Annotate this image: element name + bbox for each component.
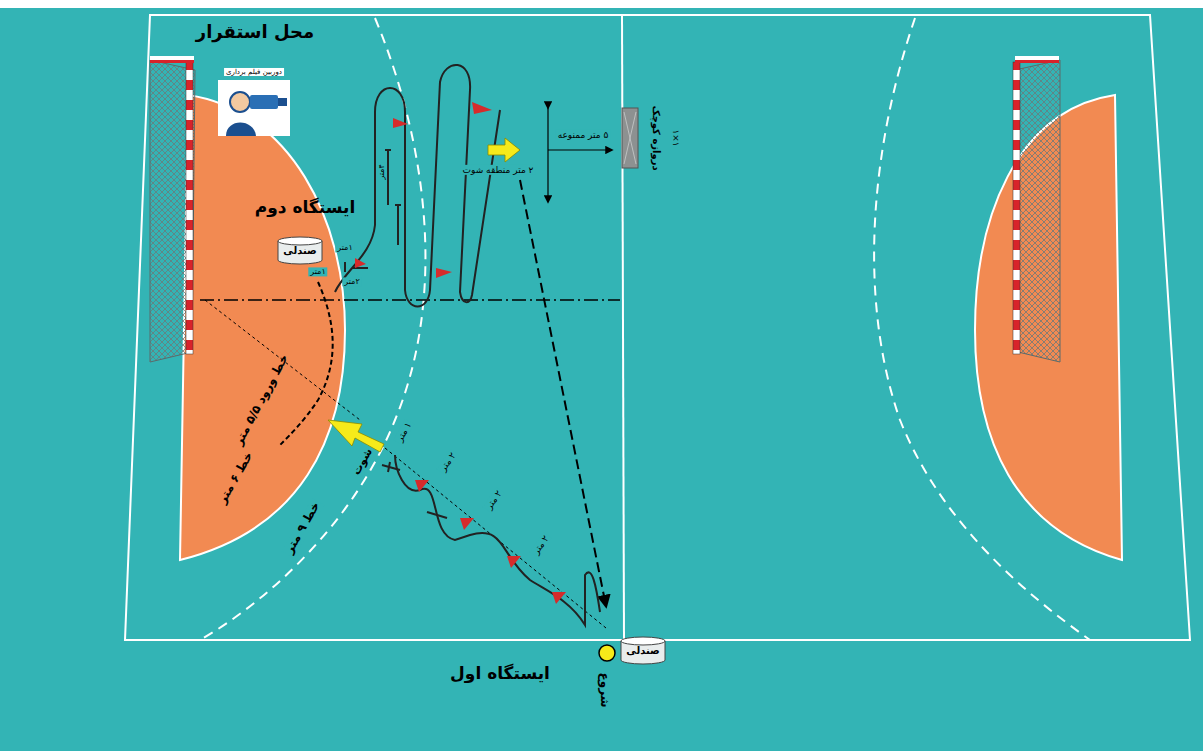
small-goal-net: [624, 112, 636, 164]
text-label: ۱×۱: [671, 129, 681, 146]
text-label: ۵ متر ممنوعه: [556, 130, 611, 140]
text-label: ۲ متر منطقه شوت: [461, 165, 536, 175]
chair-node: صندلی: [277, 236, 323, 265]
run-arrow: [520, 180, 606, 606]
small-goal: [622, 108, 638, 168]
text-label: ۴متر: [377, 162, 386, 181]
camera-icon: [218, 80, 290, 136]
text-label: محل استقرار: [196, 22, 314, 43]
cone: [415, 480, 566, 604]
yellow-arrow: [488, 138, 520, 162]
text-label: ایستگاه دوم: [255, 198, 355, 218]
text-label: ۲متر: [342, 277, 361, 286]
hurdle: [382, 462, 447, 518]
text-label: شروع: [597, 673, 611, 708]
dimension-arrow: [548, 149, 612, 150]
text-label: ایستگاه اول: [450, 664, 550, 684]
top-margin: [0, 0, 1203, 8]
yellow-arrow: [328, 420, 384, 452]
text-label: ۱متر: [335, 243, 354, 252]
text-label: دوربین فیلم برداری: [224, 68, 284, 76]
reference-line: [200, 299, 620, 301]
chair-label: صندلی: [626, 645, 660, 656]
goal: [1013, 56, 1060, 362]
text-label: دروازه کوچک: [650, 105, 662, 170]
text-label: ۱متر: [308, 267, 327, 276]
chair-label: صندلی: [283, 245, 317, 256]
start-marker: [599, 645, 615, 661]
court-line: [125, 15, 1190, 640]
chair-node: صندلی: [620, 636, 666, 665]
goal: [150, 56, 195, 362]
dimension-arrow: [547, 108, 548, 202]
free-throw-line: [874, 18, 1090, 640]
cone: [355, 102, 492, 278]
goal-area: [180, 95, 345, 560]
course-path: [335, 65, 500, 307]
course-path: [395, 455, 600, 625]
guide-line: [385, 448, 606, 628]
free-throw-line: [200, 18, 425, 640]
